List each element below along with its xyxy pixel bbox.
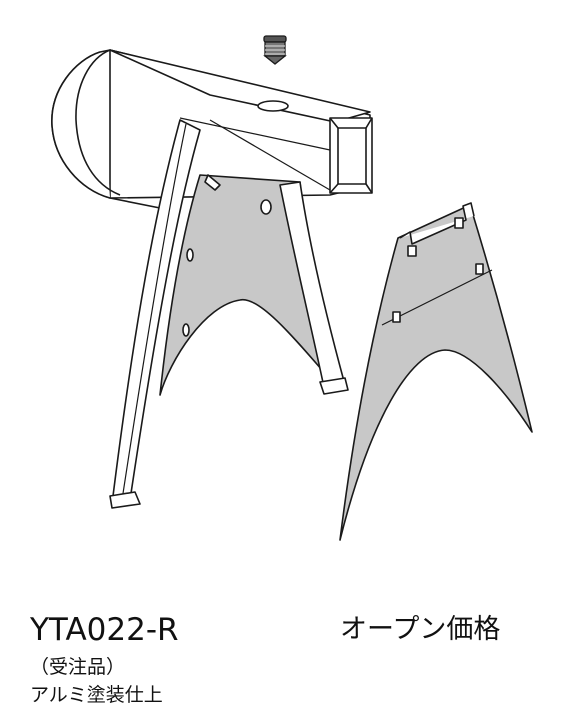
price-label: オープン価格 [340,614,501,645]
stand-panel-detached [339,202,533,541]
stand-frame-assembled [109,119,349,509]
finish-note: アルミ塗装仕上 [30,684,163,706]
order-note: （受注品） [30,656,126,678]
screw-icon [263,35,287,65]
model-number: YTA022-R [30,612,179,648]
product-illustration [51,35,533,541]
